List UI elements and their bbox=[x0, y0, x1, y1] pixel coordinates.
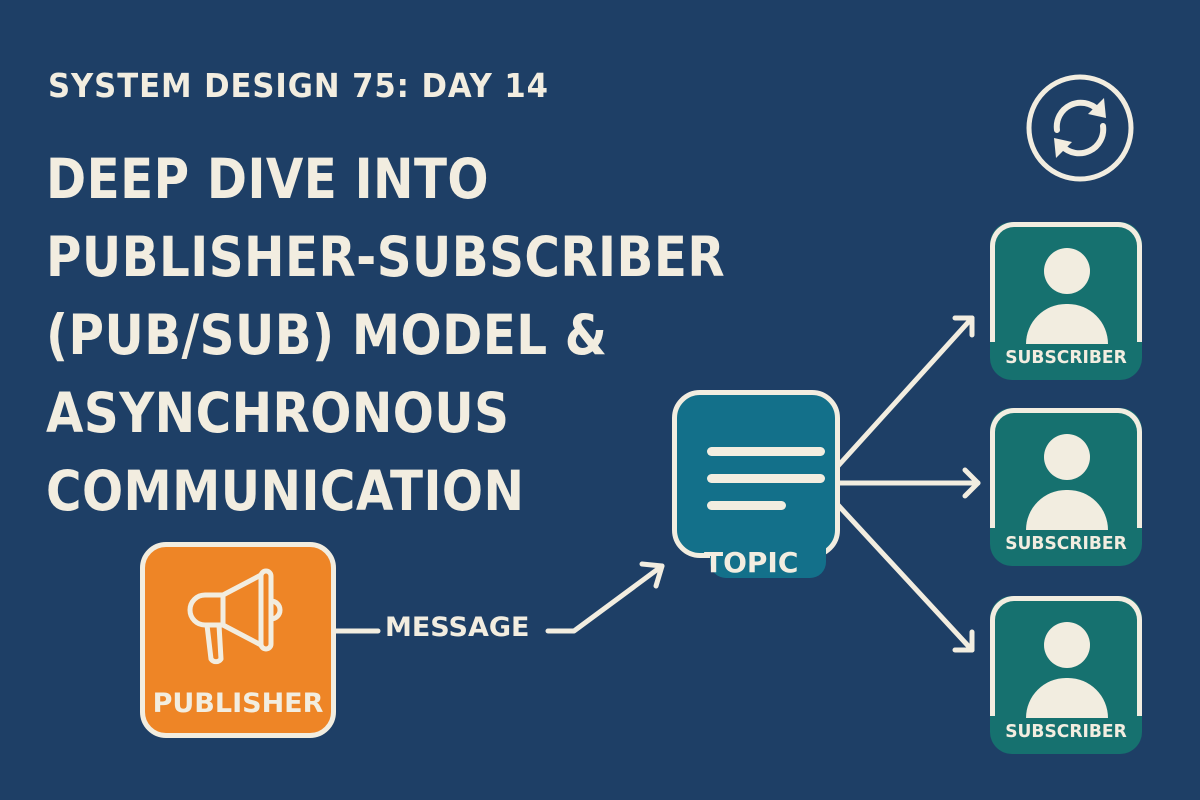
topic-label: TOPIC bbox=[704, 546, 799, 579]
subscriber-node: SUBSCRIBER bbox=[990, 596, 1142, 754]
topic-label-tab bbox=[710, 522, 826, 578]
message-label: MESSAGE bbox=[385, 612, 530, 643]
page-title: DEEP DIVE INTO PUBLISHER-SUBSCRIBER (PUB… bbox=[46, 140, 725, 530]
sync-icon bbox=[1026, 74, 1134, 182]
subscriber-label: SUBSCRIBER bbox=[1005, 721, 1127, 742]
title-line: COMMUNICATION bbox=[46, 459, 525, 523]
topic-node bbox=[672, 390, 840, 578]
title-line: (PUB/SUB) MODEL & bbox=[46, 303, 608, 367]
title-line: PUBLISHER-SUBSCRIBER bbox=[46, 225, 726, 289]
publisher-label: PUBLISHER bbox=[152, 688, 324, 719]
series-subtitle: SYSTEM DESIGN 75: DAY 14 bbox=[48, 66, 549, 105]
title-line: ASYNCHRONOUS bbox=[46, 381, 510, 445]
subscriber-label: SUBSCRIBER bbox=[1005, 347, 1127, 368]
megaphone-icon bbox=[187, 568, 283, 665]
subscriber-node: SUBSCRIBER bbox=[990, 222, 1142, 380]
publisher-node: PUBLISHER bbox=[140, 542, 336, 738]
subscriber-label: SUBSCRIBER bbox=[1005, 533, 1127, 554]
subscriber-node: SUBSCRIBER bbox=[990, 408, 1142, 566]
title-line: DEEP DIVE INTO bbox=[46, 147, 490, 211]
